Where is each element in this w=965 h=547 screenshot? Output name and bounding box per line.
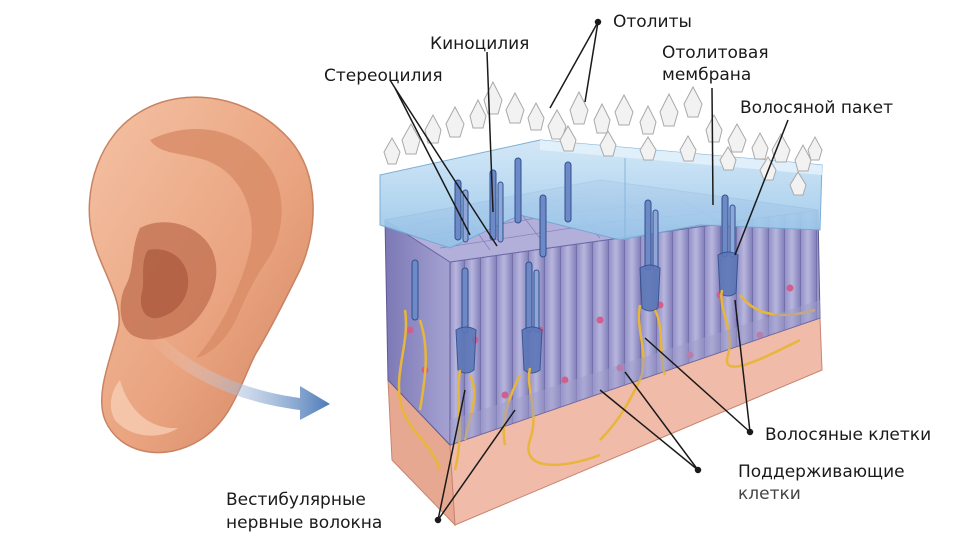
nerve-fibers [397, 289, 816, 471]
leader-lines [389, 18, 789, 524]
direction-arrow [150, 335, 330, 420]
label-vestibular-nerve-line1: Вестибулярные [226, 490, 366, 510]
label-otolith-membrane-line1: Отолитовая [662, 43, 769, 63]
tissue-block [379, 80, 823, 527]
label-supporting-cells-line2: клетки [738, 484, 801, 504]
label-stereocilia: Стереоцилия [324, 66, 443, 86]
label-supporting-cells-line1: Поддерживающие [738, 462, 905, 482]
label-otolith-membrane-line2: мембрана [662, 65, 752, 85]
hair-bundles [411, 157, 736, 334]
label-hair-bundle: Волосяной пакет [740, 98, 894, 118]
label-kinocilia: Киноцилия [430, 34, 530, 54]
label-otolity: Отолиты [613, 12, 692, 32]
ear-illustration [88, 96, 314, 454]
label-hair-cells: Волосяные клетки [765, 425, 932, 445]
label-vestibular-nerve-line2: нервные волокна [226, 513, 383, 533]
